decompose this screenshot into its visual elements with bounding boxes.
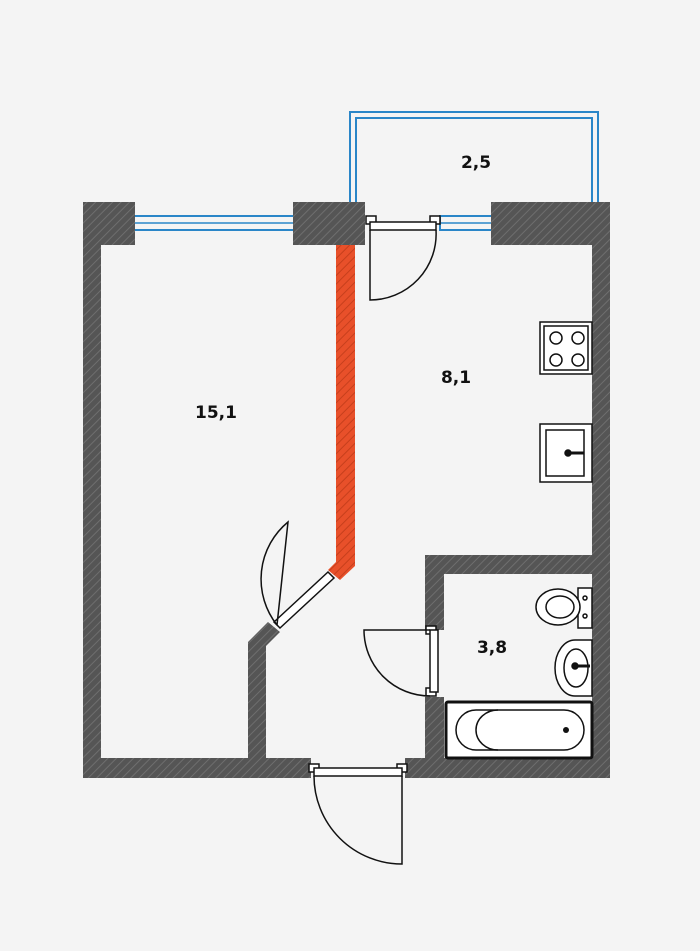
new-partition-wall bbox=[328, 245, 355, 580]
balcony bbox=[349, 111, 599, 202]
balcony-area-label: 2,5 bbox=[461, 153, 491, 173]
living-room-area-label: 15,1 bbox=[195, 403, 237, 423]
window-kitchen bbox=[439, 215, 493, 231]
door-bathroom[interactable] bbox=[363, 625, 439, 697]
door-entrance[interactable] bbox=[308, 763, 408, 865]
bathroom-area-label: 3,8 bbox=[477, 638, 507, 658]
toilet-icon bbox=[535, 587, 593, 629]
bathtub-icon bbox=[444, 700, 594, 760]
kitchen-sink-icon bbox=[539, 423, 593, 483]
window-living-room bbox=[133, 215, 295, 231]
walls bbox=[83, 202, 610, 778]
door-living-room[interactable] bbox=[260, 520, 336, 630]
kitchen-area-label: 8,1 bbox=[441, 368, 471, 388]
washbasin-icon bbox=[554, 639, 593, 697]
door-balcony[interactable] bbox=[365, 215, 441, 301]
stove-icon bbox=[539, 321, 593, 375]
